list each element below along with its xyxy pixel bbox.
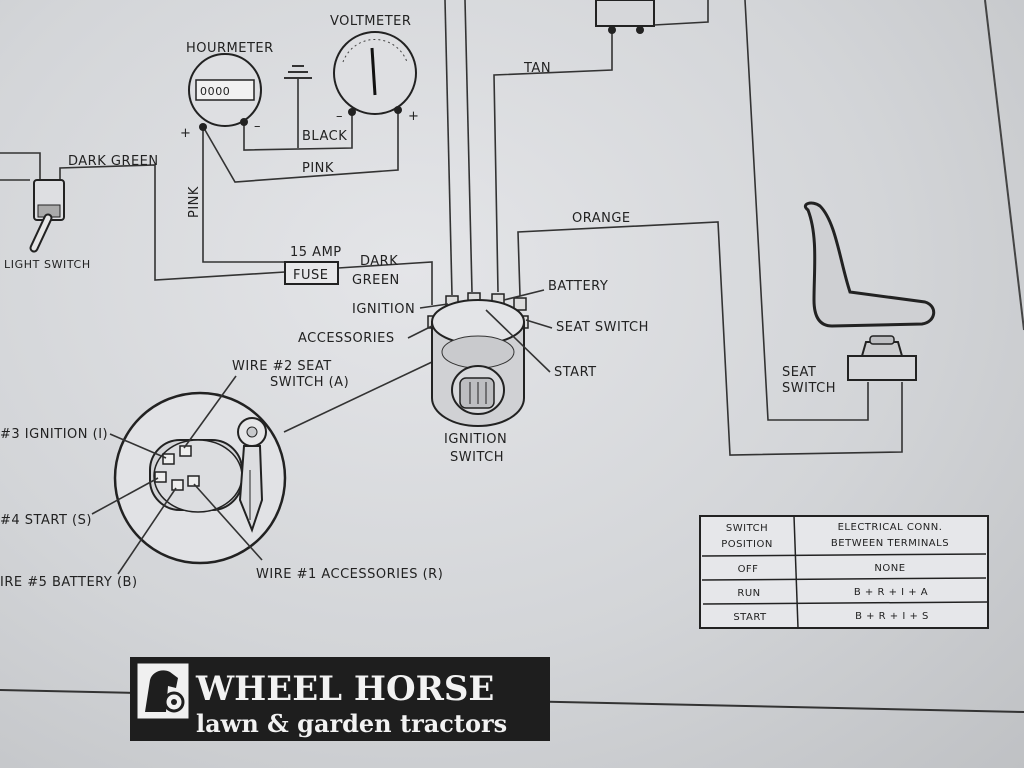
voltmeter-needle [370, 47, 377, 96]
seat-switch-terminal-label: SEAT SWITCH [556, 320, 649, 335]
light-switch [29, 179, 65, 253]
ignition-switch-label-2: SWITCH [450, 450, 504, 465]
inset-leaders [91, 375, 263, 575]
seat-switch-label-2: SWITCH [782, 381, 836, 396]
wire-up-1 [444, 0, 453, 296]
pink-vertical-wire-label: PINK [187, 186, 202, 218]
fuse-box [284, 261, 339, 285]
logo-line-2: lawn & garden tractors [196, 709, 507, 738]
wire-black [243, 112, 353, 151]
table-header-electrical-conn: ELECTRICAL CONN. [838, 522, 943, 533]
ignition-switch-label-1: IGNITION [444, 432, 507, 447]
hourmeter-plus-terminal [199, 123, 207, 131]
tan-wire-label: TAN [523, 61, 551, 76]
table-row-run-connection: B + R + I + A [854, 587, 928, 598]
hourmeter-minus-terminal [240, 118, 248, 126]
wire2-label-2: SWITCH (A) [270, 375, 349, 390]
wire-top-right [653, 0, 709, 26]
wire-right-long [744, 0, 869, 421]
ground-symbol [284, 65, 312, 79]
dark-green-fuse-label-1: DARK [360, 254, 398, 269]
wire-inset-leader [283, 361, 433, 433]
logo-line-1: WHEEL HORSE [195, 669, 494, 709]
wire3-label: #3 IGNITION (I) [0, 427, 108, 442]
top-component [595, 0, 655, 27]
ignition-switch-rear-inset [113, 391, 287, 565]
fuse-label: FUSE [293, 268, 328, 283]
ignition-terminal-label: IGNITION [352, 302, 415, 317]
page-edge [984, 0, 1024, 331]
dark-green-fuse-label-2: GREEN [352, 273, 400, 288]
voltmeter-plus-label: + [408, 109, 419, 124]
wire-dark-green-fuse [337, 261, 433, 305]
voltmeter-minus-label: – [336, 109, 343, 124]
voltmeter-label: VOLTMETER [330, 14, 411, 29]
table-row-start-connection: B + R + I + S [855, 611, 929, 622]
wheel-horse-logo: WHEEL HORSE lawn & garden tractors [130, 657, 550, 741]
switch-position-table: SWITCH POSITION ELECTRICAL CONN. BETWEEN… [699, 515, 989, 629]
hourmeter-display [195, 79, 255, 101]
table-row-start-position: START [733, 612, 767, 623]
wire1-label: WIRE #1 ACCESSORIES (R) [256, 567, 443, 582]
table-header-between-terminals: BETWEEN TERMINALS [831, 538, 949, 549]
table-row-off-position: OFF [738, 564, 759, 575]
key-icon [237, 417, 267, 533]
pink-wire-label: PINK [302, 161, 334, 176]
voltmeter-plus-terminal [394, 106, 402, 114]
seat-switch [847, 335, 917, 381]
light-switch-label: LIGHT SWITCH [4, 258, 91, 271]
wire-dark-green-top [59, 164, 286, 281]
wire2-label-1: WIRE #2 SEAT [232, 359, 332, 374]
wire-left-feed [0, 152, 41, 180]
fuse-amp-label: 15 AMP [290, 245, 342, 260]
top-component-terminal-2 [636, 26, 644, 34]
hourmeter-plus-label: + [180, 126, 191, 141]
seat [803, 201, 936, 328]
voltmeter [333, 31, 417, 116]
ignition-terminal-leaders [407, 289, 553, 373]
wire-pink-vertical [202, 128, 285, 263]
hourmeter: 0000 [188, 53, 262, 131]
wire5-label: IRE #5 BATTERY (B) [0, 575, 138, 590]
wire-orange [517, 221, 903, 456]
black-wire-label: BLACK [302, 129, 347, 144]
hourmeter-minus-label: – [254, 119, 261, 134]
orange-wire-label: ORANGE [572, 211, 631, 226]
start-terminal-label: START [554, 365, 597, 380]
table-header-position: POSITION [721, 539, 773, 550]
hourmeter-label: HOURMETER [186, 41, 274, 56]
hourmeter-digits: 0000 [200, 85, 230, 98]
table-row-run-position: RUN [737, 588, 760, 599]
table-row-off-connection: NONE [874, 563, 905, 574]
voltmeter-minus-terminal [348, 108, 356, 116]
top-component-terminal-1 [608, 26, 616, 34]
wire4-label: #4 START (S) [0, 513, 92, 528]
wire-up-2 [464, 0, 473, 293]
wire-tan [493, 28, 613, 293]
wire-pink [204, 110, 399, 183]
accessories-terminal-label: ACCESSORIES [298, 331, 395, 346]
battery-terminal-label: BATTERY [548, 279, 608, 294]
ignition-switch [427, 292, 529, 427]
dark-green-wire-label: DARK GREEN [68, 154, 159, 169]
seat-switch-label-1: SEAT [782, 365, 816, 380]
table-header-switch: SWITCH [726, 523, 768, 534]
voltmeter-scale [342, 38, 408, 63]
